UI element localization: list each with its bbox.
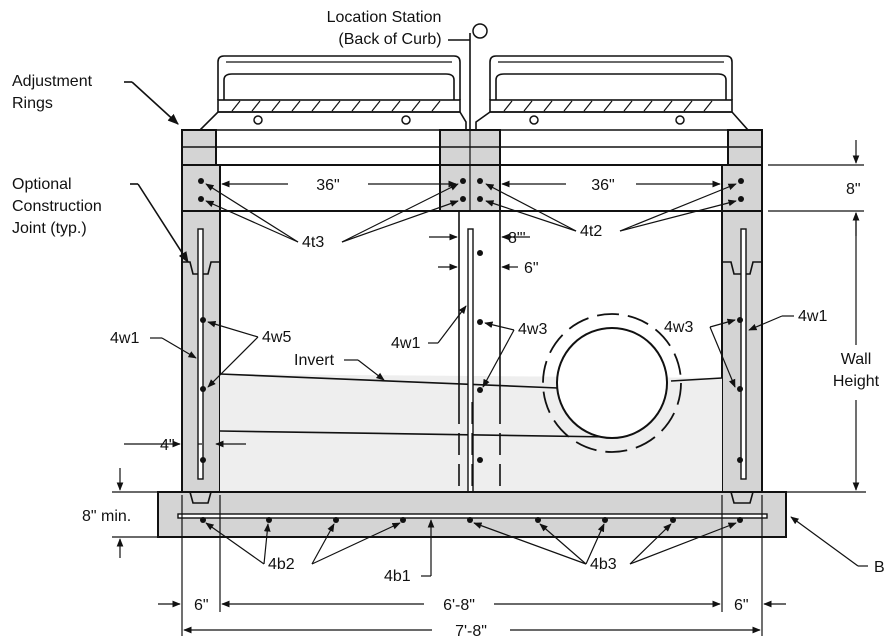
rebar-4b2: 4b2 bbox=[268, 556, 295, 573]
dim-6-8: 6'-8" bbox=[443, 597, 475, 614]
adjustment-label-2: Rings bbox=[12, 95, 53, 112]
left-casting bbox=[199, 55, 467, 131]
rebar-dots bbox=[198, 178, 744, 523]
dim-6-wall: 6" bbox=[524, 260, 539, 277]
dim-6-right: 6" bbox=[734, 597, 749, 614]
dim-36-right: 36" bbox=[591, 177, 614, 194]
dim-7-8: 7'-8" bbox=[455, 623, 487, 640]
dim-4: 4" bbox=[160, 437, 175, 454]
right-casting bbox=[475, 55, 749, 131]
rebar-4w5: 4w5 bbox=[262, 329, 291, 346]
adjustment-label-1: Adjustment bbox=[12, 73, 93, 90]
optional-joint-label-1: Optional bbox=[12, 176, 72, 193]
rebar-4w1-right: 4w1 bbox=[798, 308, 827, 325]
rebar-4b1: 4b1 bbox=[384, 568, 411, 585]
dim-36-left: 36" bbox=[316, 177, 339, 194]
rebar-4t3: 4t3 bbox=[302, 234, 324, 251]
optional-joint-label-3: Joint (typ.) bbox=[12, 220, 87, 237]
invert-label: Invert bbox=[294, 352, 335, 369]
back-of-curb-label: (Back of Curb) bbox=[338, 31, 441, 48]
optional-joint-label-2: Construction bbox=[12, 198, 102, 215]
wall-height-label-2: Height bbox=[833, 373, 880, 390]
rebar-4w1-left: 4w1 bbox=[110, 330, 139, 347]
dim-8-top: 8" bbox=[846, 181, 861, 198]
rebar-4t2: 4t2 bbox=[580, 223, 602, 240]
pipe-opening bbox=[542, 313, 682, 453]
dim-6-left: 6" bbox=[194, 597, 209, 614]
base-slab bbox=[157, 491, 787, 538]
rebar-4w1-mid: 4w1 bbox=[391, 335, 420, 352]
rebar-4w3-right: 4w3 bbox=[664, 319, 693, 336]
dim-8-wall: 8"' bbox=[508, 230, 526, 247]
adjustment-rings bbox=[181, 129, 763, 166]
top-slab bbox=[181, 164, 763, 212]
section-marker-b: B bbox=[874, 559, 885, 576]
wall-height-label-1: Wall bbox=[841, 351, 872, 368]
rebar-4b3: 4b3 bbox=[590, 556, 617, 573]
rebar-4w3-mid: 4w3 bbox=[518, 321, 547, 338]
location-station-label: Location Station bbox=[327, 9, 442, 26]
location-station-marker bbox=[448, 23, 488, 130]
dim-8-min: 8" min. bbox=[82, 508, 131, 525]
